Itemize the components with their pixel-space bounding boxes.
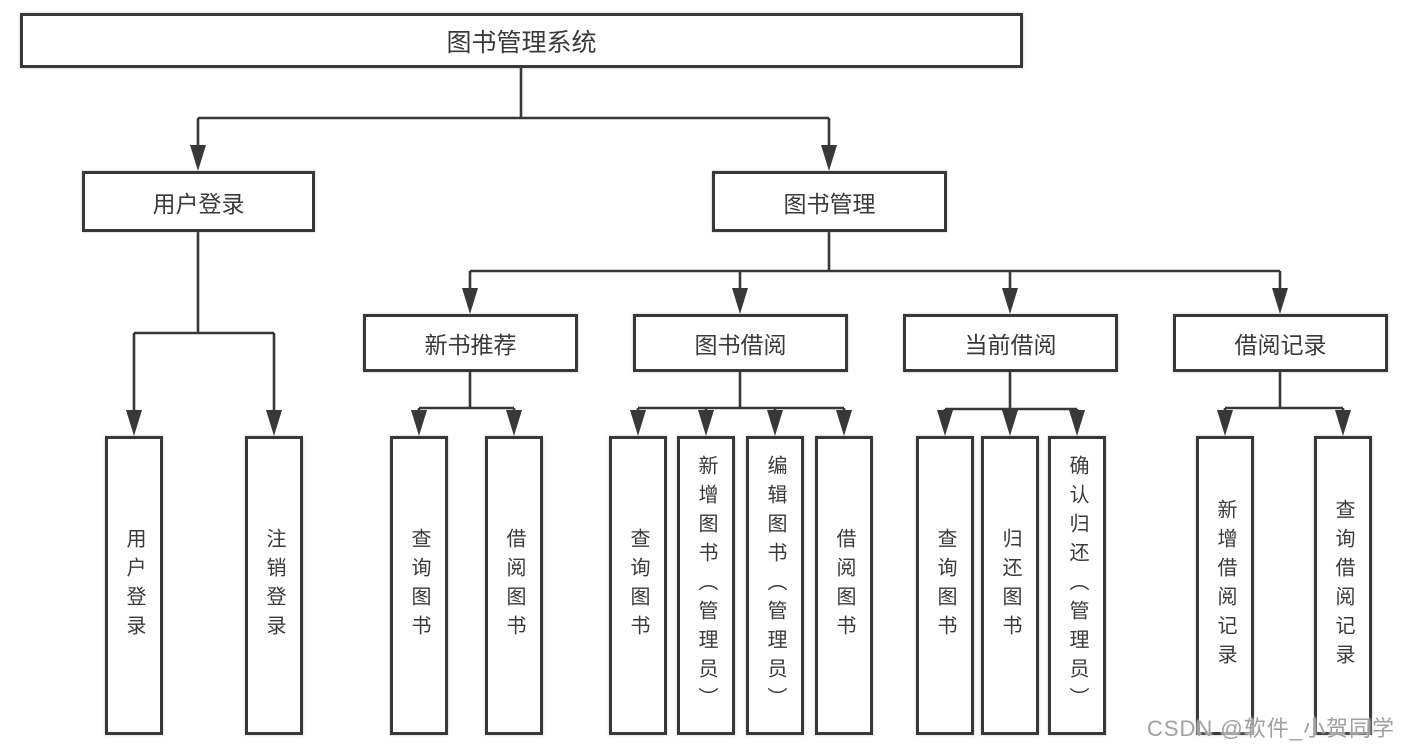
leaf-borrow-books-recommend: 借阅图书: [485, 436, 543, 735]
leaf-query-books-borrow: 查询图书: [609, 436, 667, 735]
leaf-label: 新增图书（管理员）: [695, 455, 717, 716]
leaf-query-books-current: 查询图书: [916, 436, 974, 735]
leaf-label: 查询借阅记录: [1332, 498, 1354, 673]
node-label: 图书管理: [783, 190, 876, 217]
node-label: 新书推荐: [424, 332, 517, 358]
leaf-label: 用户登录: [123, 527, 145, 644]
node-root-system: 图书管理系统: [20, 13, 1023, 68]
leaf-label: 查询图书: [934, 527, 956, 644]
leaf-user-login: 用户登录: [105, 436, 163, 735]
node-label: 当前借阅: [964, 332, 1057, 358]
leaf-borrow-books: 借阅图书: [815, 436, 873, 735]
leaf-label: 借阅图书: [503, 527, 525, 644]
leaf-label: 借阅图书: [833, 527, 855, 644]
node-borrow-records: 借阅记录: [1173, 314, 1388, 372]
node-label: 借阅记录: [1234, 332, 1327, 358]
node-label: 图书管理系统: [446, 28, 597, 57]
leaf-return-books: 归还图书: [981, 436, 1039, 735]
arrowheads: [126, 145, 1351, 436]
leaf-add-books-admin: 新增图书（管理员）: [677, 436, 735, 735]
node-book-management: 图书管理: [712, 171, 947, 232]
leaf-label: 确认归还（管理员）: [1066, 455, 1088, 716]
node-label: 用户登录: [152, 190, 245, 217]
leaf-confirm-return-admin: 确认归还（管理员）: [1048, 436, 1106, 735]
leaf-query-borrow-record: 查询借阅记录: [1314, 436, 1372, 735]
node-new-book-recommend: 新书推荐: [363, 314, 578, 372]
leaf-label: 查询图书: [408, 527, 430, 644]
leaf-logout: 注销登录: [245, 436, 303, 735]
leaf-label: 编辑图书（管理员）: [764, 455, 786, 716]
leaf-label: 查询图书: [627, 527, 649, 644]
watermark: CSDN @软件_小贺同学: [1146, 716, 1395, 741]
leaf-label: 注销登录: [263, 527, 285, 644]
leaf-add-borrow-record: 新增借阅记录: [1196, 436, 1254, 735]
node-user-login: 用户登录: [82, 171, 315, 232]
node-label: 图书借阅: [694, 332, 787, 358]
leaf-edit-books-admin: 编辑图书（管理员）: [746, 436, 804, 735]
node-book-borrow: 图书借阅: [633, 314, 848, 372]
leaf-label: 新增借阅记录: [1214, 498, 1236, 673]
leaf-label: 归还图书: [999, 527, 1021, 644]
leaf-query-books-recommend: 查询图书: [390, 436, 448, 735]
node-current-borrow: 当前借阅: [903, 314, 1118, 372]
